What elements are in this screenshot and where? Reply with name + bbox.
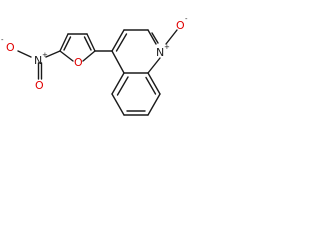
molecule-drawing: O - N + O O N + O -	[1, 15, 188, 116]
atom-nitro-n: N +	[34, 51, 48, 67]
charge-sign: +	[164, 43, 170, 51]
bond-n1-c8a	[147, 57, 161, 74]
bond-n-oxide	[165, 29, 178, 45]
bond-c2-n1-inner	[151, 32, 159, 44]
bond-c8-c8a-inner	[145, 76, 157, 95]
bond-c4-c3-inner	[115, 33, 128, 52]
charge-sign: -	[1, 36, 4, 44]
charge-sign: +	[42, 51, 48, 59]
structure-diagram: O - N + O O N + O -	[0, 0, 216, 129]
bond-c2-n1	[147, 29, 157, 45]
atom-symbol: N	[34, 54, 42, 67]
bond-n-c5-furan	[45, 50, 61, 58]
bond-c4a-c5-inner	[116, 76, 129, 96]
atom-symbol: O	[35, 79, 44, 92]
benzo-ring	[111, 72, 161, 116]
nitro-group	[17, 50, 61, 80]
bond-c3-c2-furan-inner	[83, 36, 92, 51]
atom-symbol: O	[6, 41, 15, 54]
atom-symbol: N	[156, 46, 164, 59]
atom-quinoline-n: N +	[156, 43, 170, 59]
bond-c2-o-furan	[82, 50, 96, 62]
bond-c5-c6	[111, 93, 125, 116]
bond-c3-c2-furan	[86, 33, 96, 52]
pyridine-ring	[111, 29, 161, 74]
bond-c4-c3	[111, 29, 125, 52]
furan-ring	[59, 33, 96, 62]
bond-c5-c4-furan-inner	[63, 36, 72, 51]
atom-nitro-o-left: O -	[1, 36, 15, 54]
atom-n-oxide-o: O -	[176, 15, 188, 32]
atom-nitro-o-bottom: O	[35, 79, 44, 92]
atom-symbol: O	[74, 56, 83, 69]
bond-c7-c8	[147, 93, 161, 116]
bond-c4a-c4	[111, 50, 125, 74]
atom-furan-o: O	[74, 56, 83, 69]
bond-c8-c8a	[147, 72, 161, 95]
bond-c4a-c5	[111, 72, 125, 95]
bond-o-c5-furan	[59, 50, 74, 62]
bond-c5-c4-furan	[59, 33, 69, 52]
bond-o-n-nitro-single	[17, 50, 32, 58]
charge-sign: -	[185, 15, 188, 23]
atom-symbol: O	[176, 19, 185, 32]
